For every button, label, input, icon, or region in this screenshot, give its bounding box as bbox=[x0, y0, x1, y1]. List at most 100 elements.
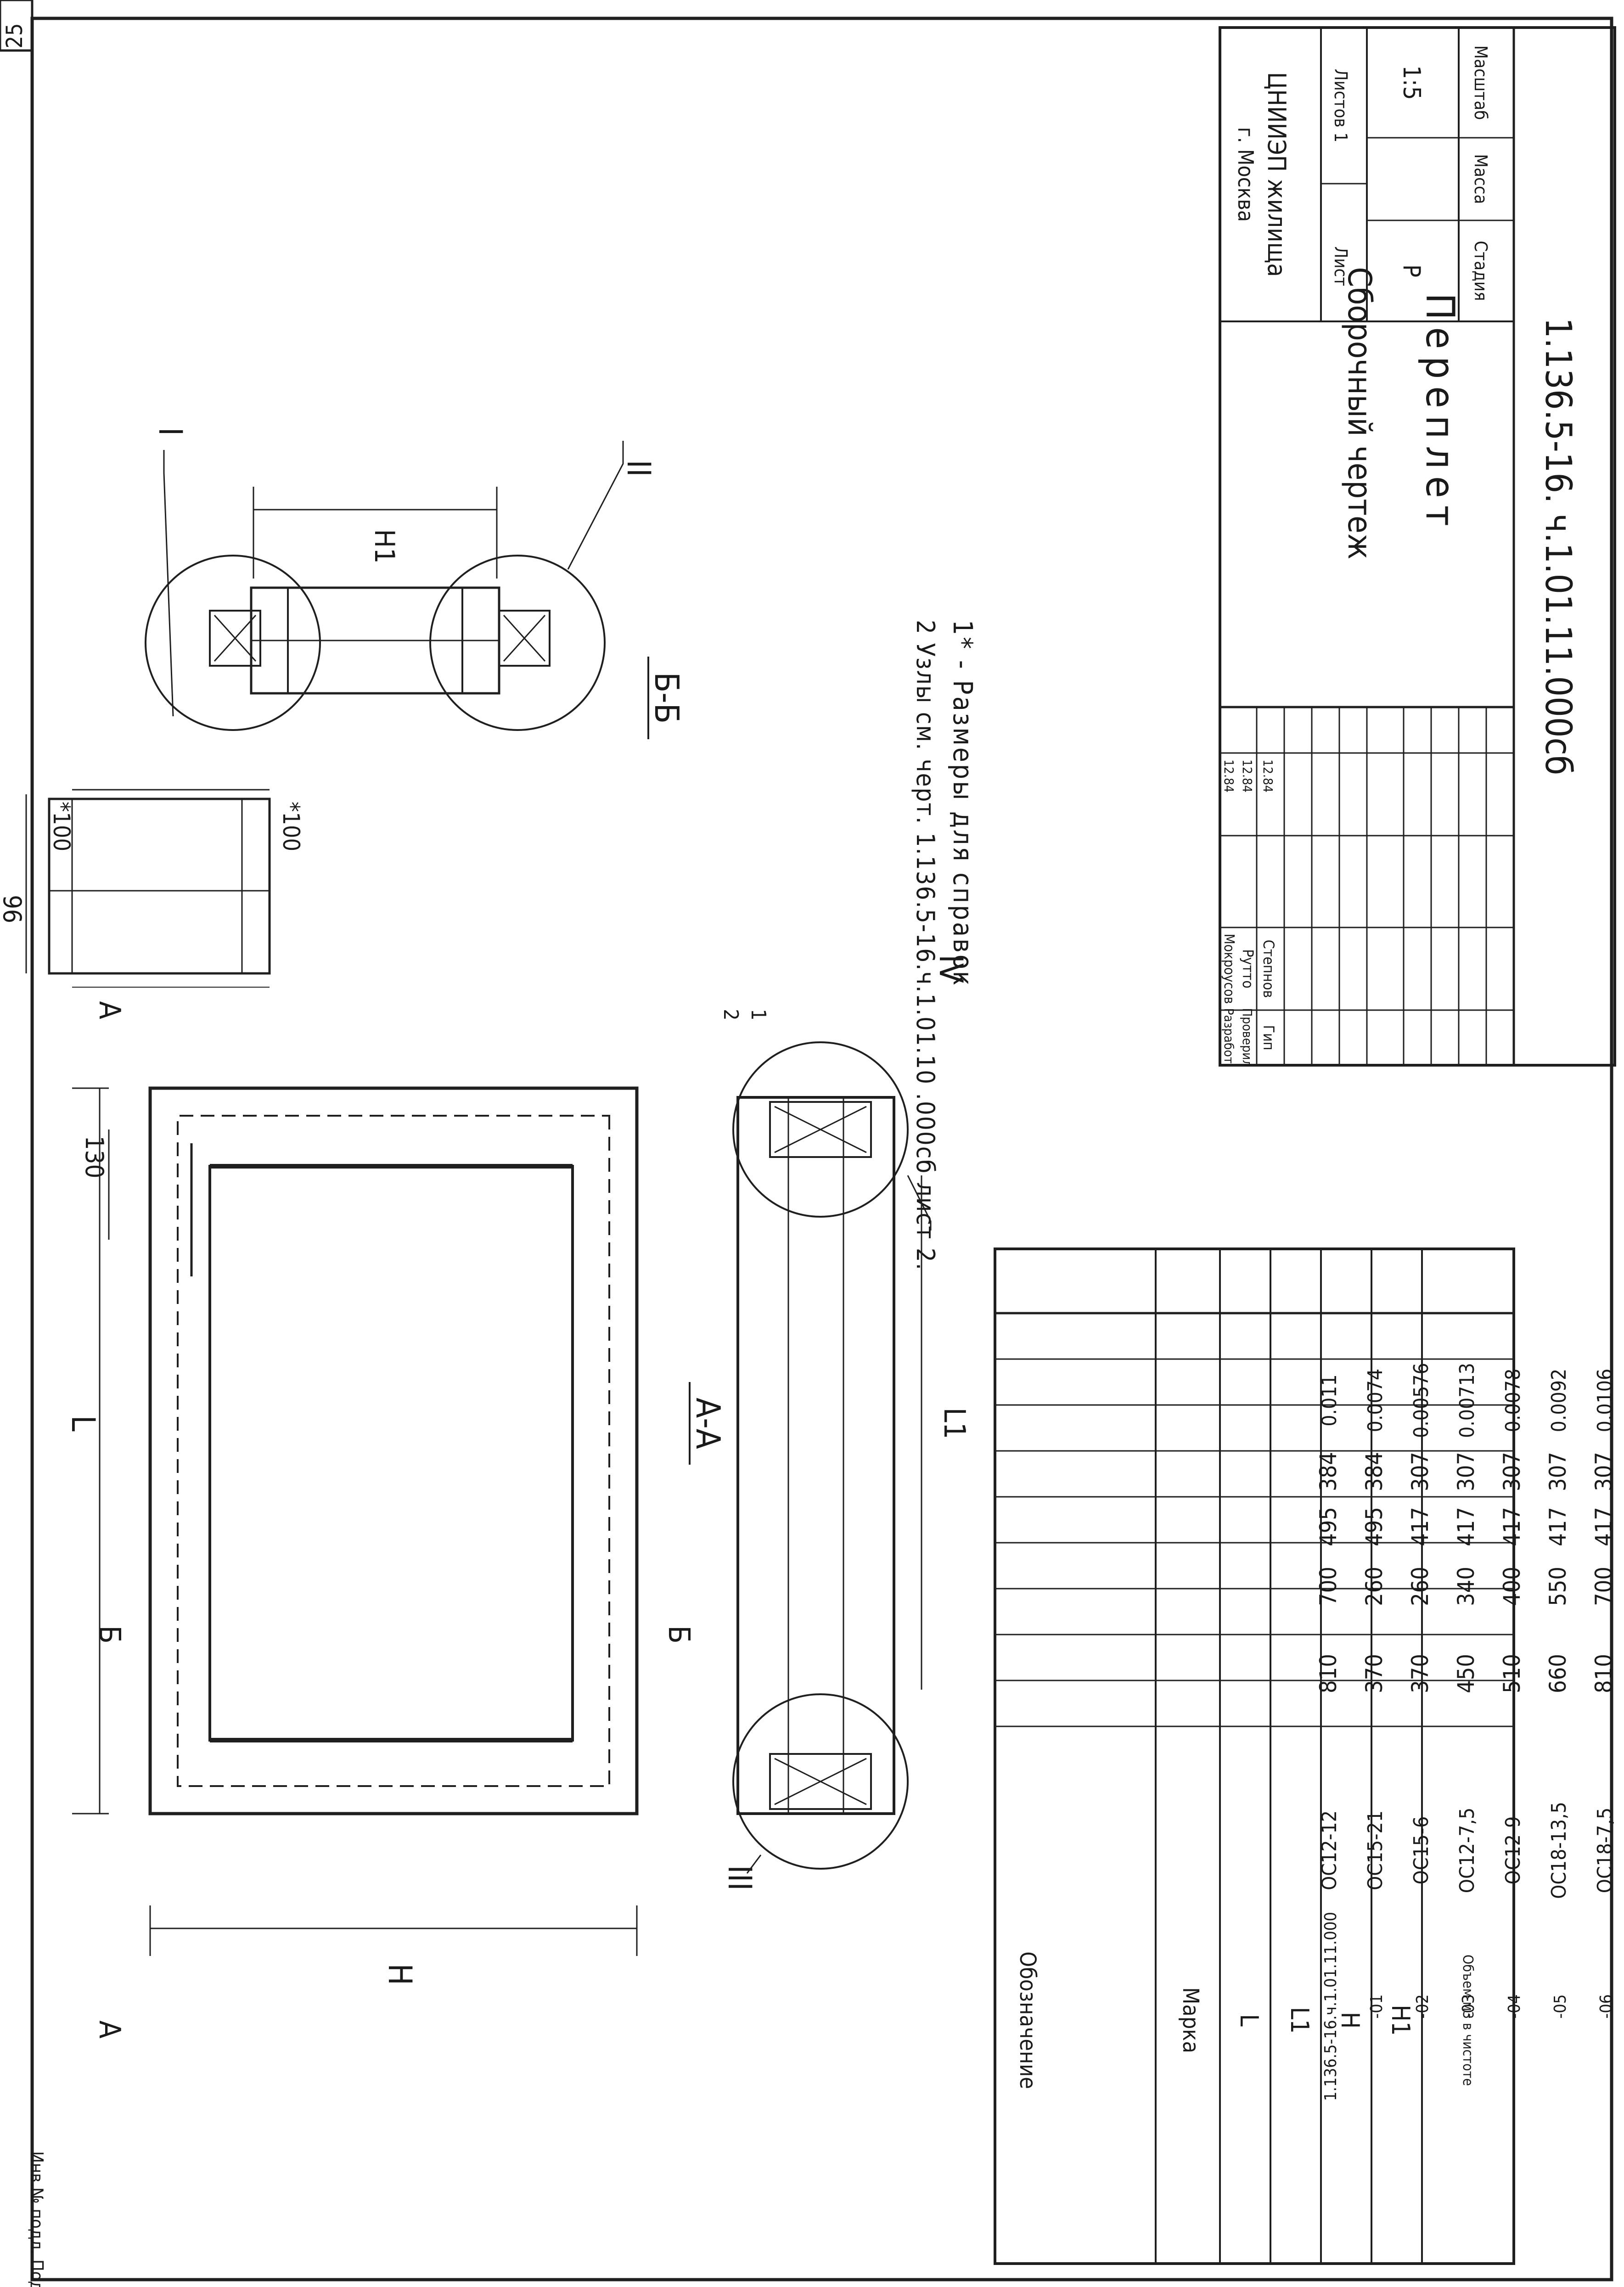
table-cell: 307 bbox=[1545, 1452, 1571, 1491]
section-aa: А-А L1 IV III 1 2 bbox=[689, 955, 971, 1891]
variants-table-body: 1.136.5-16.ч.1.01.11.000 ОС12-12 810 700 495… bbox=[1315, 1363, 1617, 2101]
table-cell: 0.0074 bbox=[1364, 1369, 1387, 1432]
drawing-subtitle: Сборочный чертеж bbox=[1341, 267, 1378, 559]
section-bb-title: Б-Б bbox=[647, 672, 686, 724]
sheet-number-box bbox=[0, 0, 34, 52]
table-cell: ОС12-9 bbox=[1501, 1816, 1525, 1885]
sheets-label: Листов 1 bbox=[1331, 69, 1351, 142]
table-cell: -04 bbox=[1505, 1995, 1524, 2019]
table-cell: ОС12-12 bbox=[1318, 1810, 1341, 1890]
table-cell: -03 bbox=[1459, 1995, 1478, 2019]
table-cell: 660 bbox=[1545, 1654, 1571, 1693]
sig-date-1: 12.84 bbox=[1260, 759, 1276, 792]
front-view: 130 L H А А Б Б bbox=[64, 1001, 696, 2038]
dim-l1-aa: L1 bbox=[937, 1408, 971, 1439]
section-bb: Б-Б H1 I II bbox=[145, 427, 686, 739]
table-cell: ОС18-13,5 bbox=[1547, 1802, 1571, 1899]
table-cell: -06 bbox=[1597, 1995, 1616, 2019]
sig-name-3: Мокроусов bbox=[1221, 934, 1237, 1004]
cut-a-bottom: А bbox=[92, 2020, 126, 2038]
sheet-label: Лист bbox=[1331, 247, 1351, 287]
dim-h1-bb: H1 bbox=[368, 529, 400, 564]
table-cell: 0.0078 bbox=[1501, 1369, 1525, 1432]
table-cell: 260 bbox=[1361, 1567, 1388, 1606]
table-cell: ОС18-7,5 bbox=[1593, 1808, 1617, 1893]
table-cell: 384 bbox=[1315, 1452, 1342, 1491]
sig-role-1: Гип bbox=[1260, 1025, 1277, 1050]
pos-label-1: 1 bbox=[747, 1009, 770, 1020]
node-circle-3 bbox=[732, 1693, 909, 1870]
th-designation: Обозначение bbox=[1015, 1951, 1040, 2089]
node-circle-2 bbox=[145, 555, 321, 731]
table-cell: 307 bbox=[1499, 1452, 1525, 1491]
node-label-3: III bbox=[721, 1865, 759, 1891]
table-cell: ОС12-7,5 bbox=[1455, 1808, 1479, 1893]
table-cell: ОС15-21 bbox=[1364, 1810, 1387, 1890]
sig-name-1: Степнов bbox=[1260, 940, 1277, 998]
drawing-title: Переплет bbox=[1417, 293, 1463, 533]
th-l: L bbox=[1235, 2014, 1264, 2026]
table-cell: ОС15-6 bbox=[1410, 1816, 1433, 1885]
sig-date-3: 12.84 bbox=[1221, 759, 1236, 792]
sig-role-3: Разработ. bbox=[1221, 1008, 1236, 1067]
table-cell: 450 bbox=[1453, 1654, 1479, 1693]
node-label-2: II bbox=[620, 460, 657, 477]
table-cell: 307 bbox=[1590, 1452, 1617, 1491]
table-cell: 307 bbox=[1453, 1452, 1479, 1491]
doc-code: 1.136.5-16. ч.1.01.11.000сб bbox=[1537, 318, 1579, 775]
node-circle-4 bbox=[732, 1041, 909, 1218]
mass-label: Масса bbox=[1471, 154, 1491, 204]
table-cell: 400 bbox=[1499, 1567, 1525, 1606]
th-mark: Марка bbox=[1178, 1987, 1203, 2053]
table-cell: -02 bbox=[1413, 1995, 1432, 2019]
table-cell: 307 bbox=[1407, 1452, 1433, 1491]
table-cell: 0.0092 bbox=[1547, 1369, 1571, 1432]
cut-a-top: А bbox=[92, 1001, 126, 1019]
table-cell: 510 bbox=[1499, 1654, 1525, 1693]
table-cell: 0.00713 bbox=[1455, 1363, 1479, 1438]
th-volume: Объем м3 в чистоте bbox=[1460, 1955, 1476, 2086]
table-cell: 700 bbox=[1590, 1567, 1617, 1606]
side-profile: 96 *100 *100 bbox=[0, 789, 304, 988]
dim-100-top: *100 bbox=[278, 802, 304, 851]
sheet-number: 25 bbox=[2, 23, 28, 49]
table-cell: 417 bbox=[1545, 1507, 1571, 1546]
note-2: 2 Узлы см. черт. 1.136.5-16.ч.1.01.10 .0… bbox=[911, 620, 940, 1271]
table-cell: 370 bbox=[1407, 1654, 1433, 1693]
table-cell: 700 bbox=[1315, 1567, 1342, 1606]
dim-l-front: L bbox=[64, 1415, 102, 1431]
cut-b-bottom: Б bbox=[662, 1625, 696, 1644]
scale-value: 1:5 bbox=[1398, 65, 1425, 100]
table-cell: 810 bbox=[1590, 1654, 1617, 1693]
node-label-1: I bbox=[152, 427, 189, 436]
stage-label: Стадия bbox=[1471, 241, 1491, 301]
table-cell: 0.0106 bbox=[1593, 1369, 1617, 1432]
th-h1: H1 bbox=[1386, 2005, 1415, 2035]
table-cell: 1.136.5-16.ч.1.01.11.000 bbox=[1321, 1912, 1340, 2101]
stage-value: Р bbox=[1398, 264, 1425, 277]
node-circle-1 bbox=[429, 555, 606, 731]
dim-h-front: H bbox=[381, 1963, 419, 1985]
table-cell: 340 bbox=[1453, 1567, 1479, 1606]
dim-100-bottom: *100 bbox=[48, 802, 75, 851]
table-cell: -05 bbox=[1551, 1995, 1570, 2019]
dim-96: 96 bbox=[0, 895, 28, 923]
table-cell: -01 bbox=[1367, 1995, 1386, 2019]
table-cell: 0.011 bbox=[1318, 1374, 1341, 1426]
table-cell: 417 bbox=[1407, 1507, 1433, 1546]
th-h: H bbox=[1336, 2012, 1365, 2029]
sig-date-2: 12.84 bbox=[1240, 759, 1255, 792]
table-cell: 810 bbox=[1315, 1654, 1342, 1693]
table-cell: 495 bbox=[1361, 1507, 1388, 1546]
table-cell: 495 bbox=[1315, 1507, 1342, 1546]
table-cell: 0.00576 bbox=[1410, 1363, 1433, 1438]
dim-130: 130 bbox=[80, 1136, 109, 1179]
th-l1: L1 bbox=[1285, 2007, 1314, 2034]
notes: 1* - Размеры для справок 2 Узлы см. черт… bbox=[911, 620, 978, 1271]
scale-label: Масштаб bbox=[1471, 45, 1491, 120]
table-cell: 550 bbox=[1545, 1567, 1571, 1606]
table-cell: 260 bbox=[1407, 1567, 1433, 1606]
table-cell: 417 bbox=[1590, 1507, 1617, 1546]
table-cell: 384 bbox=[1361, 1452, 1388, 1491]
